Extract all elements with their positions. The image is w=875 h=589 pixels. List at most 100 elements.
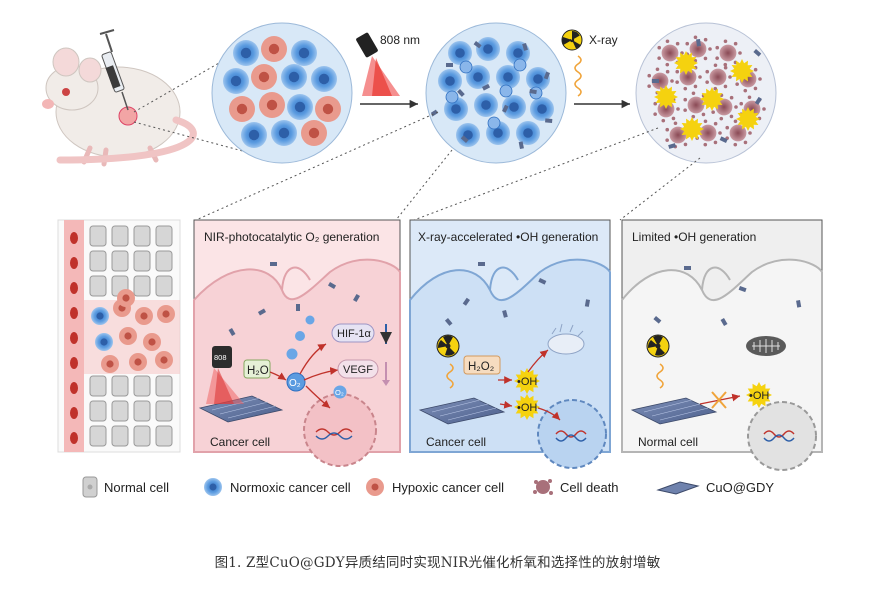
red-blood-cell	[70, 257, 78, 269]
normal-cell	[133, 275, 151, 297]
h2o-label: H₂O	[247, 365, 269, 377]
death-cell	[705, 63, 732, 91]
figure-caption: 图1. Z型CuO@GDY异质结同时实现NIR光催化析氧和选择性的放射增敏	[214, 555, 661, 571]
oh-radical-burst	[730, 59, 754, 83]
xray-wave	[574, 55, 582, 97]
normal-cell	[155, 400, 173, 422]
normal-cell	[89, 375, 107, 397]
normal-cell	[155, 425, 173, 447]
legend-normal-label: Normal cell	[104, 479, 170, 495]
laser-device-icon	[206, 346, 244, 404]
material-flake	[653, 315, 662, 324]
material-flake	[462, 297, 470, 306]
material-flake	[444, 318, 453, 326]
red-blood-cell	[70, 307, 78, 319]
red-blood-cell	[70, 432, 78, 444]
material-flake	[545, 118, 553, 123]
normal-cell	[155, 250, 173, 272]
syringe-icon	[99, 29, 129, 111]
material-flake	[460, 135, 469, 144]
normoxic-cell	[95, 333, 113, 351]
material-flake	[754, 96, 762, 105]
cuo-gdy-sheet-icon	[656, 481, 700, 495]
normal-cell	[89, 250, 107, 272]
material-flake	[584, 299, 590, 307]
legend-normoxic-label: Normoxic cancer cell	[230, 479, 351, 495]
normal-cell	[89, 225, 107, 247]
normoxic-cell	[91, 307, 109, 325]
radiation-icon	[561, 29, 583, 51]
normal-cell	[111, 425, 129, 447]
xray-step: X-ray	[561, 29, 630, 109]
material-flake	[529, 89, 537, 95]
legend-normal-cell: Normal cell	[82, 474, 169, 500]
oh-radical-burst	[654, 85, 678, 109]
panel-limited: •OH Limited •OH generation Normal cell	[621, 219, 823, 471]
normal-cell	[133, 400, 151, 422]
normal-cell	[133, 250, 151, 272]
panel-limited-cell-label: Normal cell	[638, 435, 698, 449]
laser-wavelength-label: 808 nm	[380, 33, 420, 47]
material-flake	[457, 88, 465, 97]
death-cell	[715, 39, 742, 67]
normoxic-cell	[311, 66, 337, 92]
normoxic-cell	[476, 37, 500, 61]
oh-radical-burst	[674, 51, 698, 75]
panel-nir-cell-label: Cancer cell	[210, 435, 270, 449]
material-flake	[296, 304, 300, 311]
panel-xray-title: X-ray-accelerated •OH generation	[418, 230, 598, 244]
material-flake	[753, 48, 762, 57]
panel-xray: H₂O₂ •OH •OH X-ray-accelerated •OH gener…	[409, 219, 611, 469]
hypoxic-cell	[129, 353, 147, 371]
hypoxic-cell	[315, 96, 341, 122]
legend-death-label: Cell death	[560, 479, 619, 495]
normoxic-cell	[502, 95, 526, 119]
hypoxic-cell	[135, 307, 153, 325]
material-flake	[270, 262, 277, 266]
o2-small-label: O₂	[335, 388, 344, 397]
normoxic-cell	[438, 69, 462, 93]
legend-material: CuO@GDY	[656, 474, 774, 500]
svg-text:•OH: •OH	[517, 402, 537, 414]
hypoxic-cell	[117, 289, 135, 307]
material-flake	[719, 136, 728, 144]
material-flake	[720, 318, 728, 327]
xray-label: X-ray	[589, 33, 618, 47]
material-flake	[652, 79, 659, 83]
normoxic-cell	[496, 65, 520, 89]
normal-cell	[111, 400, 129, 422]
material-flake	[228, 328, 236, 337]
panel-xray-cell-label: Cancer cell	[426, 435, 486, 449]
hypoxic-cell	[261, 36, 287, 62]
h2o2-label: H₂O₂	[468, 361, 494, 373]
oh-radical-burst	[736, 107, 760, 131]
panel-nir-title: NIR-photocatalytic O₂ generation	[204, 230, 379, 244]
vegf-label: VEGF	[343, 364, 373, 376]
material-flake	[738, 285, 747, 293]
hypoxic-cell	[101, 355, 119, 373]
material-flake	[446, 63, 453, 67]
tumor-circle-baseline	[211, 22, 353, 164]
material-flake	[502, 310, 508, 318]
material-flake	[522, 43, 528, 51]
normoxic-cell	[530, 97, 554, 121]
material-flake	[328, 281, 337, 289]
tumor-circle-oxygenated	[425, 22, 567, 164]
material-flake	[502, 104, 509, 113]
red-blood-cell	[70, 232, 78, 244]
normal-cell	[133, 425, 151, 447]
material-flake	[478, 262, 485, 266]
oh-radical-2: •OH	[514, 394, 540, 420]
oh-radical-burst	[700, 87, 724, 111]
material-flake	[796, 300, 802, 308]
legend-hypoxic-label: Hypoxic cancer cell	[392, 479, 504, 495]
material-flake	[353, 294, 360, 303]
normoxic-cell	[456, 123, 480, 147]
material-flake	[473, 41, 482, 49]
normoxic-cell	[223, 68, 249, 94]
red-blood-cell	[70, 382, 78, 394]
normal-cell	[155, 375, 173, 397]
normal-cell	[133, 375, 151, 397]
laser-step: 808 nm	[356, 32, 420, 109]
oh-radical-1: •OH	[514, 368, 540, 394]
